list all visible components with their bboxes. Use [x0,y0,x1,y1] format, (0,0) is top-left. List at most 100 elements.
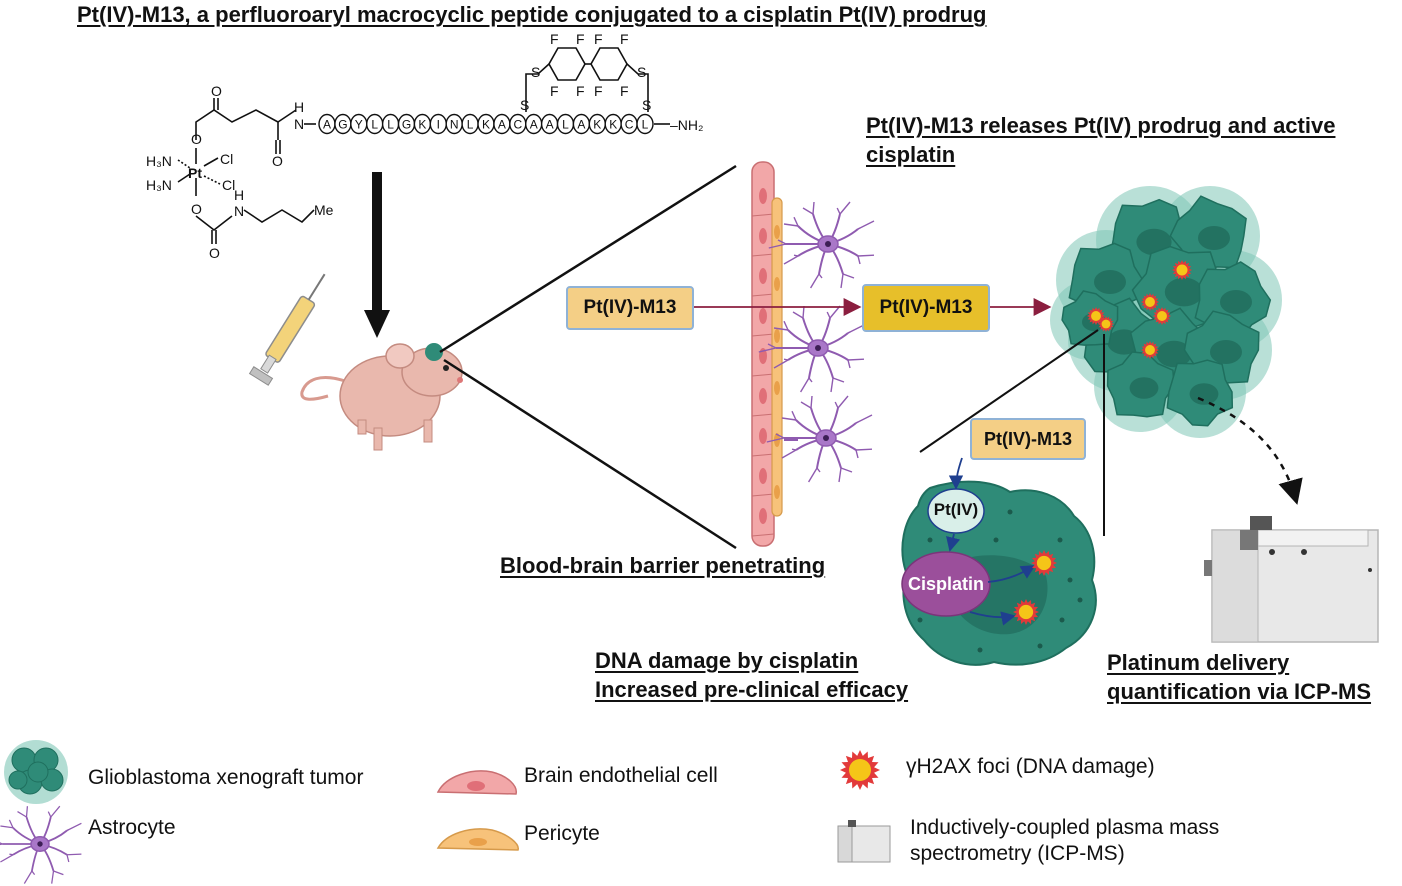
injection-arrow [364,172,390,338]
chem-h3n-top: H₃N [146,153,172,169]
chem-f-7: F [594,83,603,99]
peptide-residue: L [556,113,575,135]
legend-astrocyte-label: Astrocyte [88,816,176,839]
peptide-residue: A [540,113,559,135]
endothelial-nucleus [759,188,767,204]
dotted-arrow [1197,396,1303,505]
legend-icpms-line-2: spectrometry (ICP-MS) [910,842,1125,865]
peptide-residue: L [461,113,479,135]
cell-granule [1037,643,1043,649]
legend-endothelial-label: Brain endothelial cell [524,764,718,787]
peptide-residue: A [318,113,336,135]
legend-foci-icon [840,750,880,790]
peptide-residue: L [381,113,400,135]
svg-text:A: A [577,118,585,132]
tumor-cluster [1050,186,1282,438]
chem-f-8: F [620,83,629,99]
tumor-focus [1141,341,1159,359]
endothelial-nucleus [759,268,767,284]
svg-text:I: I [437,118,440,132]
cell-granule [1067,577,1073,583]
peptide-residue: K [604,113,622,135]
cell-granule [1007,509,1013,515]
cell-granule [993,537,999,543]
svg-text:A: A [530,118,538,132]
peptide-residue: Y [350,113,368,135]
pericyte-nucleus [774,225,780,239]
box-ptiv-m13-left: Pt(IV)-M13 [566,286,694,330]
legend-endothelial-icon [436,770,517,795]
chem-f-6: F [576,83,585,99]
platinum-line-1: Platinum delivery [1107,650,1290,675]
cell-granule [1057,537,1063,543]
tumor-cell-body [1106,351,1175,418]
svg-text:L: L [642,118,649,132]
platinum-label: Platinum delivery quantification via ICP… [1107,648,1371,706]
peptide-residue: G [397,113,416,135]
legend-pericyte-icon [436,828,519,851]
chem-s-left-upper: S [531,64,540,80]
svg-text:A: A [498,118,506,132]
endothelial-nucleus [759,388,767,404]
peptide-residue: A [525,113,543,135]
cell-granule [927,537,933,543]
chem-f-5: F [550,83,559,99]
dna-damage-line-2: Increased pre-clinical efficacy [595,677,909,702]
peptide-residue: K [477,113,495,135]
syringe-icon [248,273,326,386]
zoom-lines [439,164,737,550]
svg-text:G: G [402,118,411,132]
peptide-residue: G [334,113,352,135]
tumor-focus [1141,293,1159,311]
chem-cl-top: Cl [220,151,233,167]
legend-icpms-line-1: Inductively-coupled plasma mass [910,816,1220,839]
endothelial-nucleus [759,468,767,484]
release-heading-line-2: cisplatin [866,142,956,167]
chem-pt: Pt [188,165,202,181]
cisplatin-node-label: Cisplatin [907,574,984,594]
svg-text:K: K [418,118,426,132]
peptide-residue: L [636,113,654,135]
svg-text:A: A [323,118,331,132]
tumor-zoom-lines [919,329,1105,536]
ptiv-node-label: Pt(IV) [933,500,979,519]
chem-f-4: F [620,31,629,47]
chem-h-carbamate: H [234,187,244,203]
legend-foci-label: γH2AX foci (DNA damage) [906,755,1155,778]
legend-tumor-icon [4,740,68,804]
svg-text:L: L [467,118,474,132]
legend-astrocyte-icon [0,805,82,884]
astrocytes [758,201,875,483]
svg-text:C: C [513,118,522,132]
legend-icpms-label: Inductively-coupled plasma mass spectrom… [910,815,1219,867]
release-heading-line-1: Pt(IV)-M13 releases Pt(IV) prodrug and a… [866,113,1336,138]
peptide-residue: C [509,113,527,135]
cell-granule [977,647,983,653]
chem-o-carbonyl: O [209,245,220,261]
peptide-residue: A [572,113,591,135]
legend-pericyte-label: Pericyte [524,822,600,845]
cell-focus-2 [1013,599,1039,625]
chem-o-top: O [211,83,222,99]
tumor-cell-body [1166,359,1234,427]
svg-text:L: L [562,118,569,132]
peptide-residue: C [620,113,638,135]
legend-focus [840,750,880,790]
box-ptiv-m13-right: Pt(IV)-M13 [862,284,990,332]
astrocyte-top [768,201,875,289]
legend-icpms-icon [837,820,891,863]
chem-cl-bottom: Cl [222,177,235,193]
pericyte-nucleus [774,381,780,395]
chem-o-amide: O [272,153,283,169]
chemical-labels: O O O N H H₃N H₃N Pt Cl Cl O O N H Me S … [146,31,703,261]
endothelial-nucleus [759,508,767,524]
dna-damage-line-1: DNA damage by cisplatin [595,648,859,673]
peptide-residue: A [493,113,511,135]
legend-astrocyte [0,805,82,884]
peptide-residue: I [429,113,447,135]
peptide-residue: N [445,113,463,135]
icpms-instrument-icon [1204,516,1379,643]
chem-s-right-upper: S [637,64,646,80]
